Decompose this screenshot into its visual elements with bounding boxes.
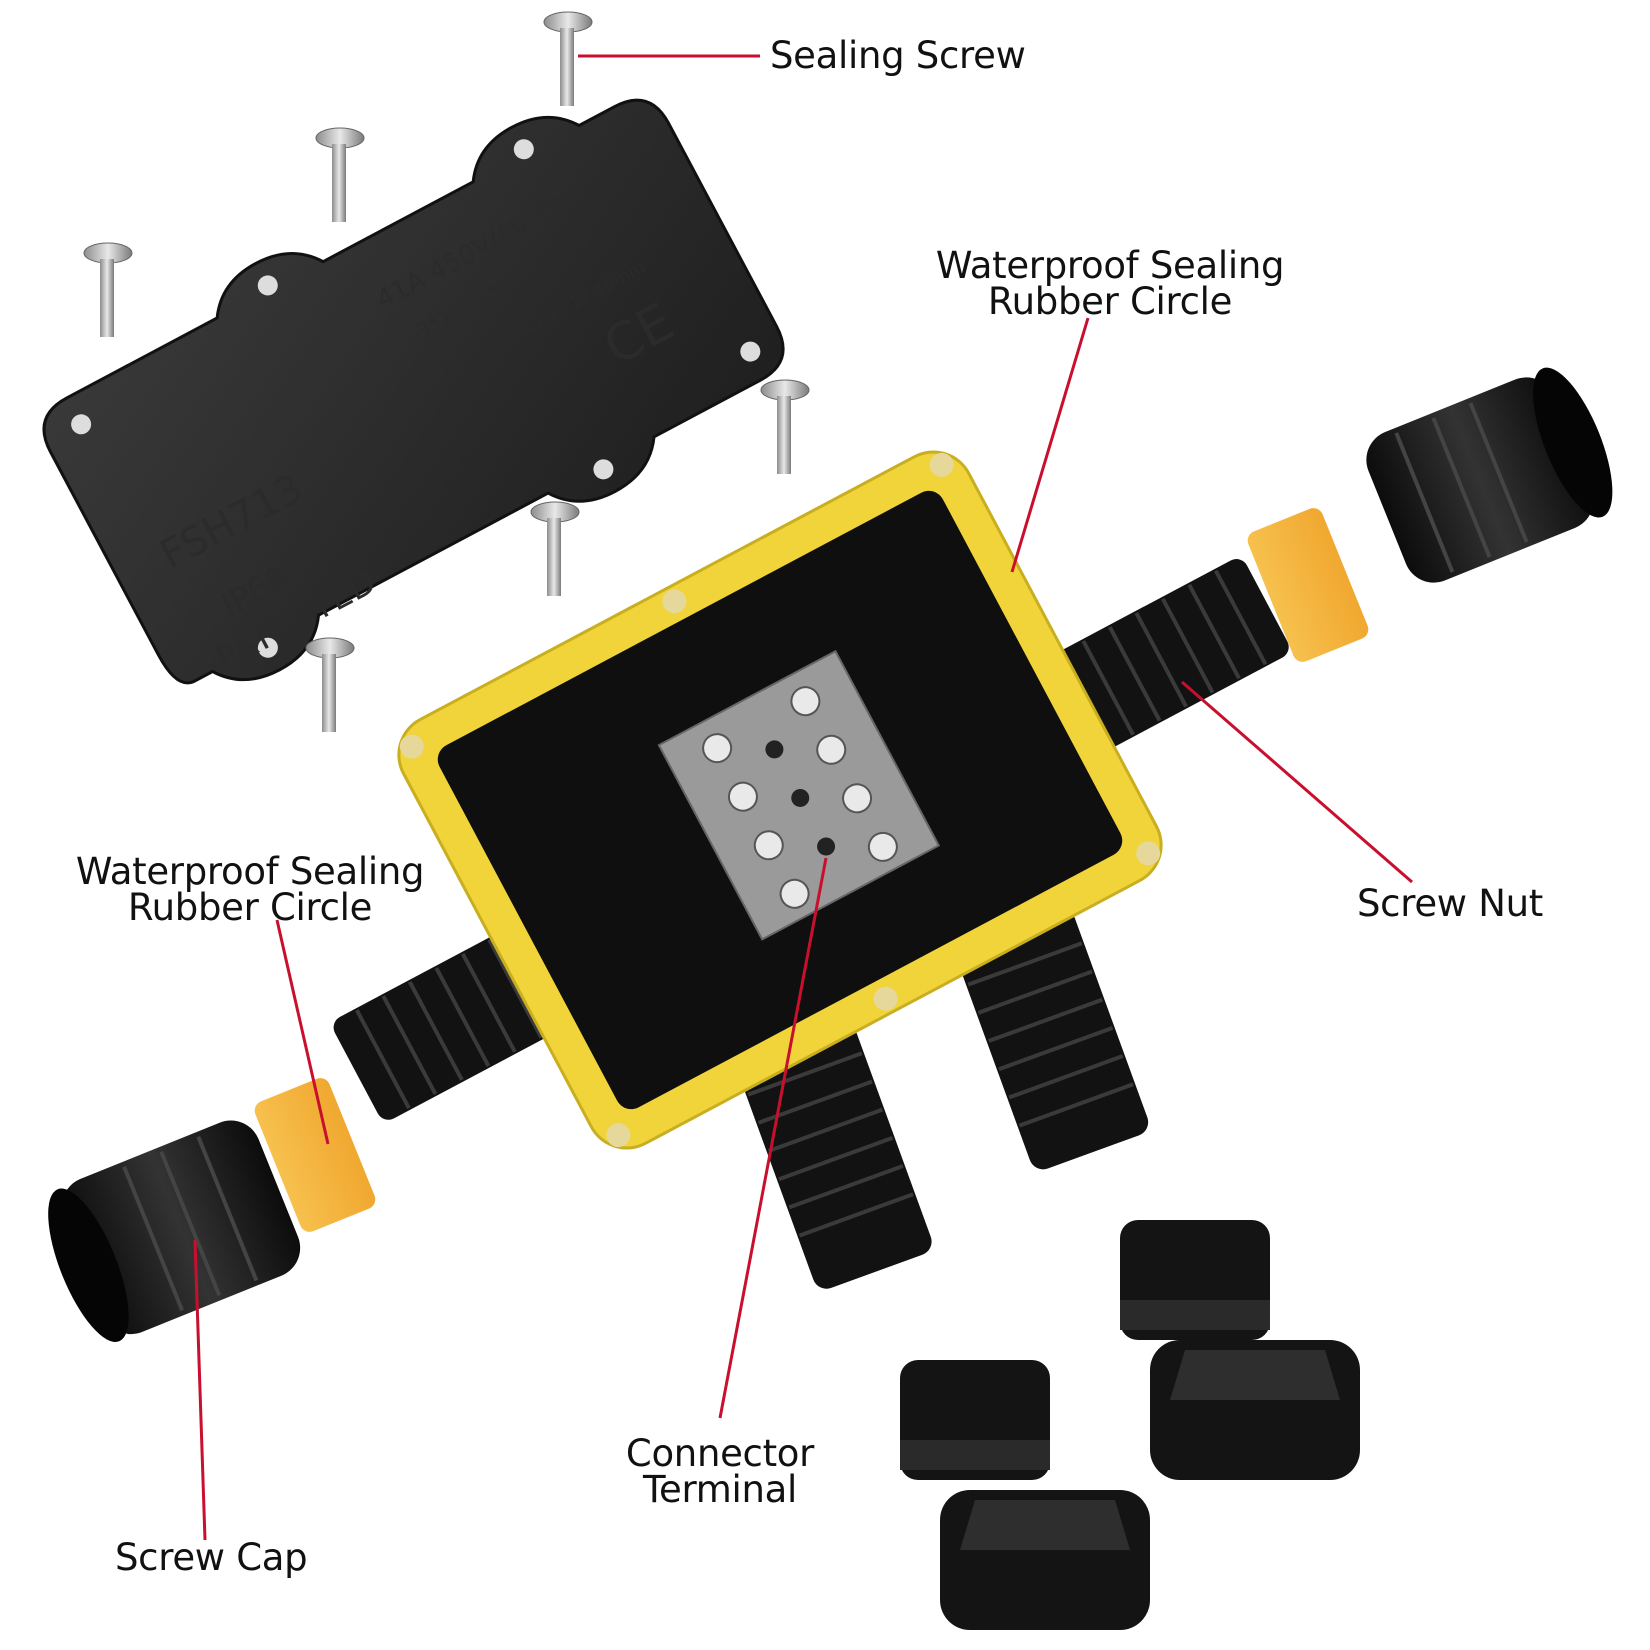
loose-screw-cap-1 [940,1490,1150,1630]
leader-line-waterproof-right [1010,317,1090,573]
right-cable-gland [1033,559,1289,761]
sealing-screw [543,11,593,106]
label-waterproof-left-line2: Rubber Circle [127,886,373,929]
label-waterproof-right-line1: Waterproof Sealing [935,244,1285,287]
sealing-screw [305,637,355,732]
loose-screw-nut-1 [900,1360,1050,1480]
label-connector-terminal: Connector Terminal [610,1432,830,1511]
rubber-ring-left [254,1078,376,1232]
rubber-ring-right [1247,508,1369,662]
loose-screw-cap-2 [1150,1340,1360,1480]
loose-screw-nut-2 [1120,1220,1270,1340]
label-waterproof-left-line1: Waterproof Sealing [75,850,425,893]
bottom-cable-gland-right [956,908,1149,1170]
sealing-screw [315,127,365,222]
leader-line-screw-cap [193,1239,207,1541]
leader-line-waterproof-left [275,919,330,1145]
leader-lines [193,54,1413,1541]
sealing-screw [760,379,810,474]
sealing-screw [83,242,133,337]
screw-cap-right [1366,367,1613,583]
junction-box-lid: FSH713 41A 450V/AV T85 3*1.5 3*2.5 4*2.5… [42,98,785,685]
connector-terminal-block [657,649,941,941]
sealing-screw [530,501,580,596]
label-connector-terminal-line1: Connector [625,1432,815,1475]
label-connector-terminal-line2: Terminal [643,1468,797,1511]
label-waterproof-sealing-right: Waterproof Sealing Rubber Circle [930,244,1290,323]
leader-line-connector-terminal [718,857,828,1419]
sealing-screws [83,11,810,732]
leader-line-screw-nut [1181,680,1413,884]
label-sealing-screw: Sealing Screw [770,34,1026,77]
screw-cap-left [48,1120,301,1342]
label-screw-nut: Screw Nut [1357,882,1543,925]
label-screw-cap: Screw Cap [115,1536,308,1579]
label-waterproof-right-line2: Rubber Circle [987,280,1233,323]
label-waterproof-sealing-left: Waterproof Sealing Rubber Circle [70,850,430,929]
